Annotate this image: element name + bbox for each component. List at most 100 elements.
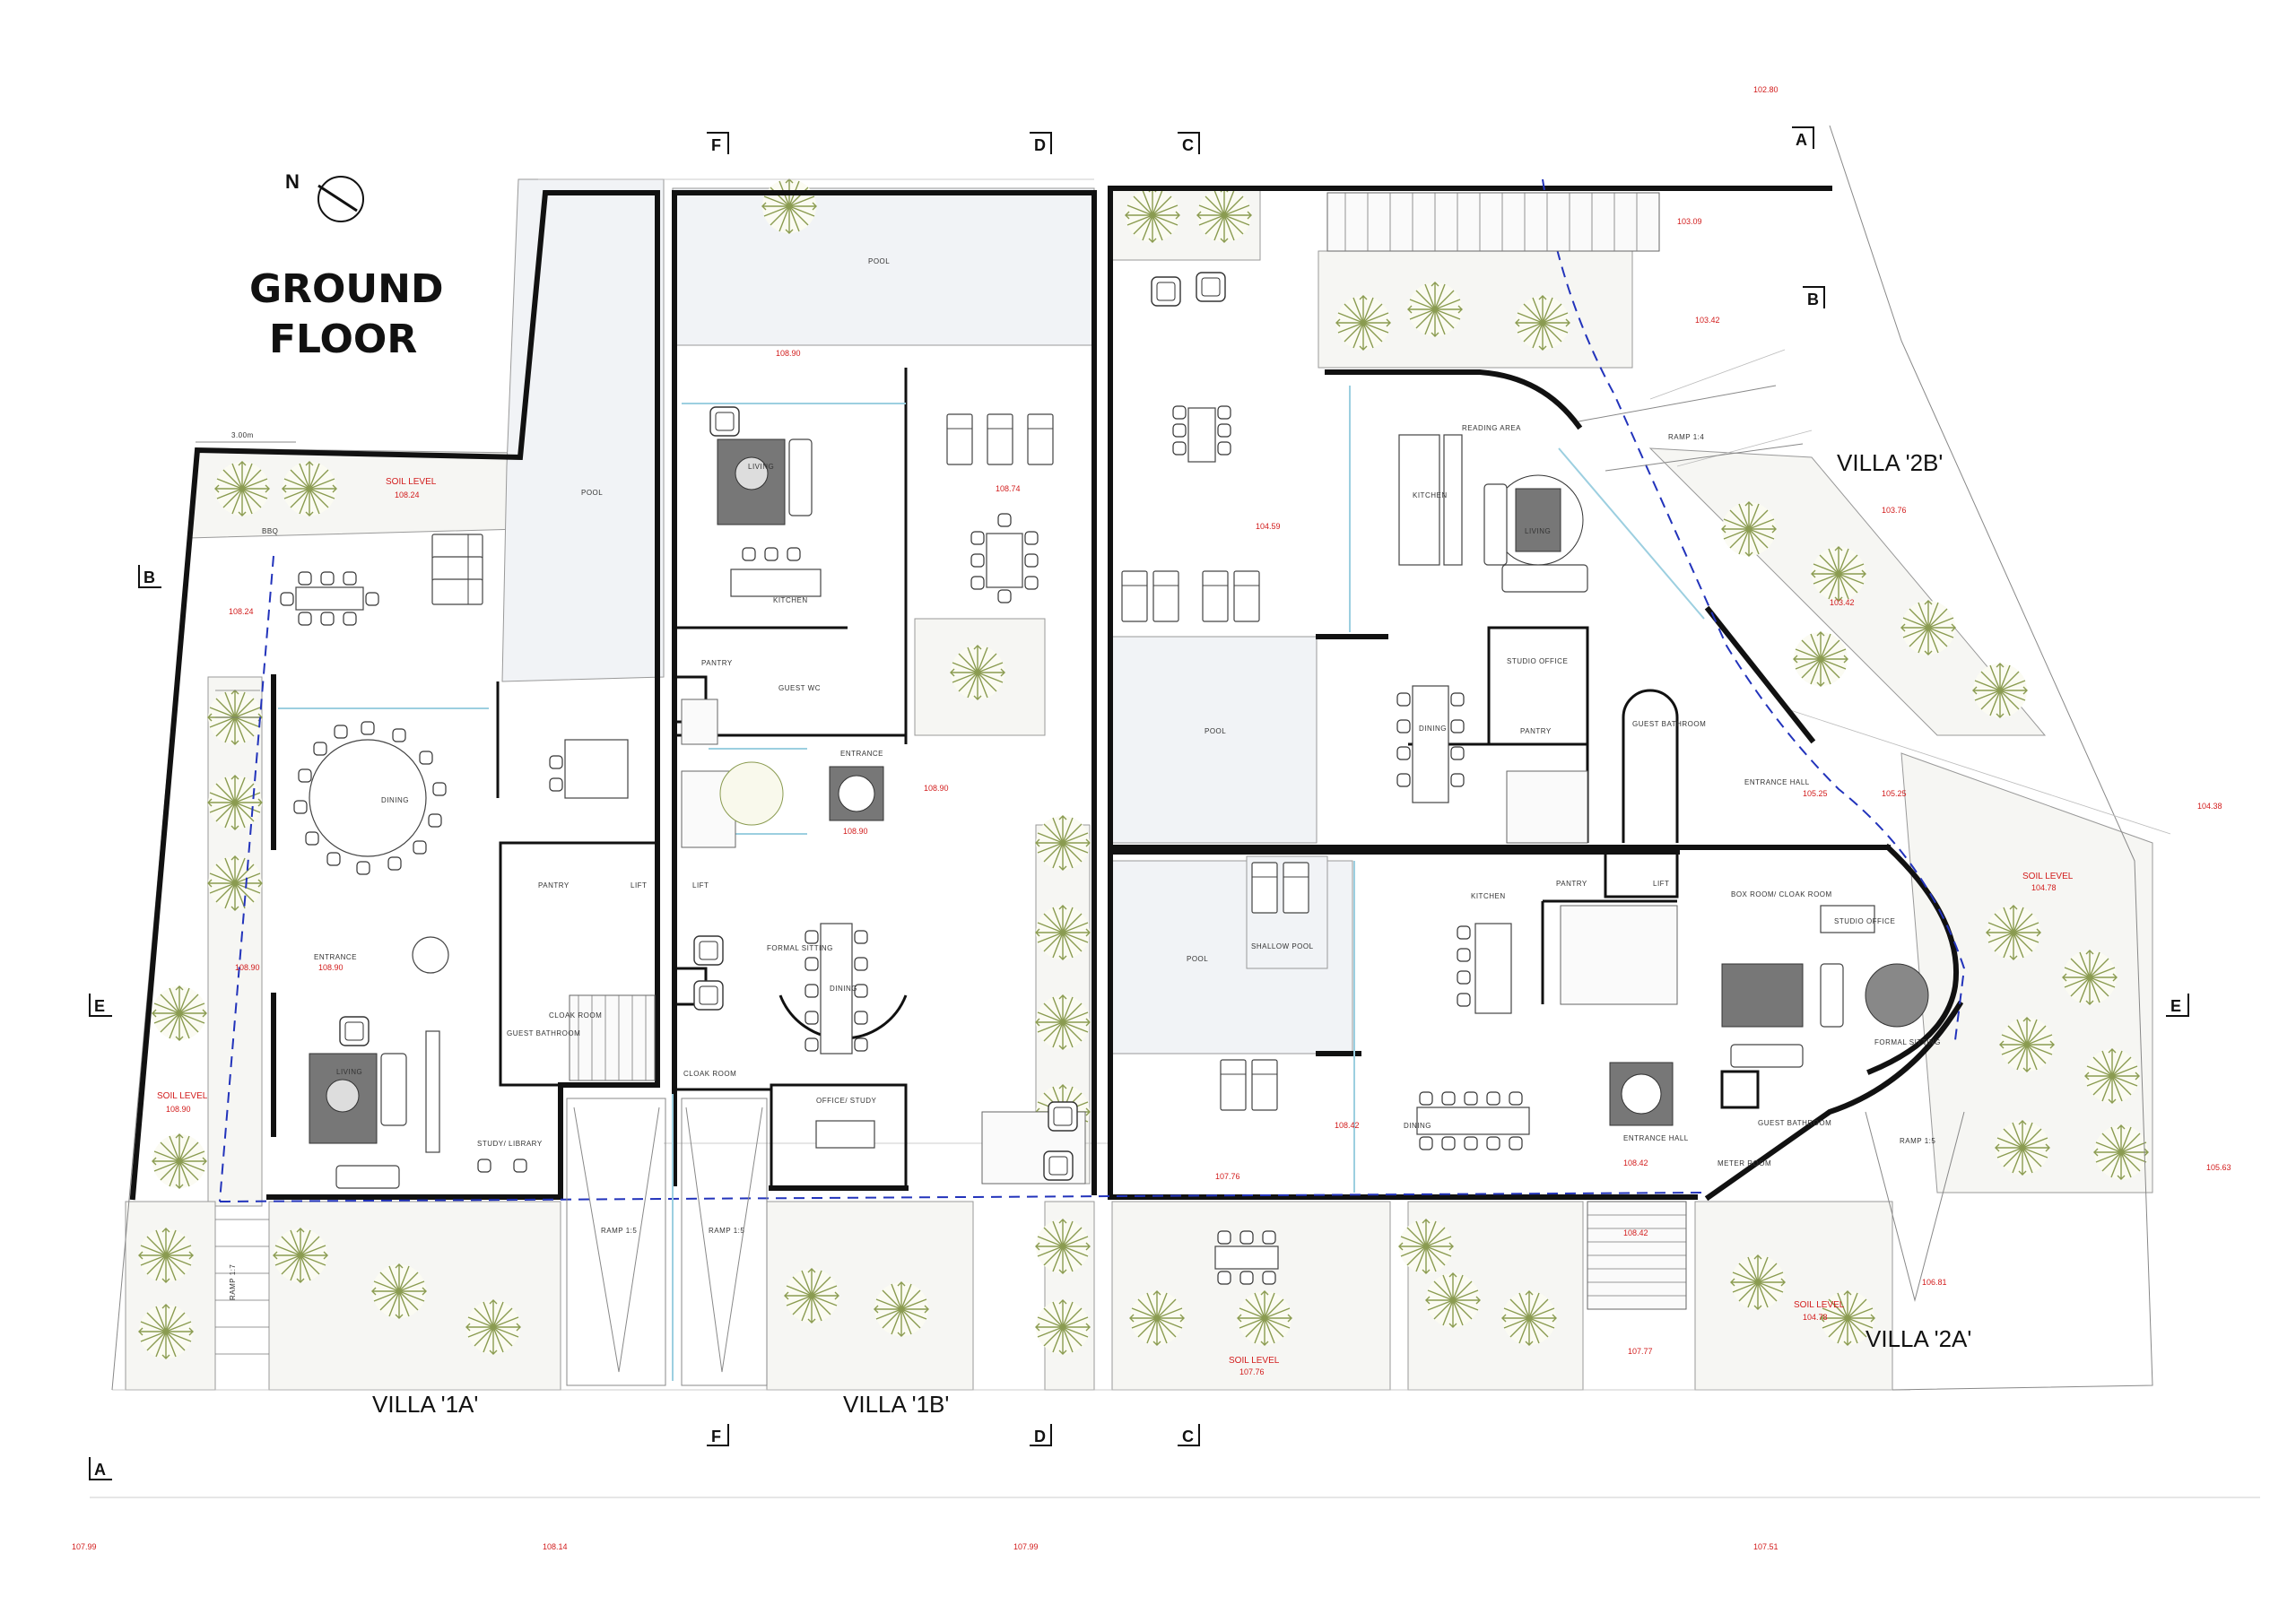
lvl-10459: 104.59 — [1256, 522, 1281, 531]
room-pantry-2b: PANTRY — [1520, 727, 1552, 735]
room-dining-1b: DINING — [830, 985, 857, 993]
lvl-10842-c: 108.42 — [1623, 1228, 1648, 1237]
room-dining-1a: DINING — [381, 796, 409, 804]
room-guestbath-1a: GUEST BATHROOM — [507, 1029, 580, 1037]
room-entrancehall-2a: ENTRANCE HALL — [1623, 1134, 1689, 1142]
soil-level-2a-top: SOIL LEVEL — [2022, 872, 2074, 881]
north-arrow: N — [285, 170, 364, 222]
room-bbq: BBQ — [262, 527, 278, 535]
section-a-top: A — [1796, 131, 1807, 149]
room-lift-1a: LIFT — [631, 881, 647, 890]
room-meter: METER ROOM — [1718, 1159, 1771, 1167]
lvl-10814: 108.14 — [543, 1542, 568, 1551]
room-shallow-pool: SHALLOW POOL — [1251, 942, 1314, 950]
room-pantry-1a: PANTRY — [538, 881, 570, 890]
room-dining-2b: DINING — [1419, 725, 1447, 733]
room-labels: POOL POOL POOL POOL BBQ DINING ENTRANCE … — [229, 257, 1941, 1300]
room-cloak-1b: CLOAK ROOM — [683, 1070, 736, 1078]
section-a-bottom: A — [94, 1461, 106, 1479]
room-cloak-1a: CLOAK ROOM — [549, 1011, 602, 1020]
lvl-10890-f: 108.90 — [843, 827, 868, 836]
ramp-2b: RAMP 1:4 — [1668, 433, 1704, 441]
section-markers: F D C A B B E E F D C A — [89, 126, 2189, 1480]
lvl-10525-a: 105.25 — [1803, 789, 1828, 798]
room-reading: READING AREA — [1462, 424, 1521, 432]
lvl-10824-a: 108.24 — [395, 490, 420, 499]
lvl-10342-a: 103.42 — [1695, 316, 1720, 325]
room-formal-1b: FORMAL SITTING — [767, 944, 833, 952]
lvl-10824-b: 108.24 — [229, 607, 254, 616]
lvl-10309: 103.09 — [1677, 217, 1702, 226]
pools — [501, 178, 1353, 1055]
room-guestbath-2b: GUEST BATHROOM — [1632, 720, 1706, 728]
soil-level-2a-bottom: SOIL LEVEL — [1794, 1300, 1845, 1310]
lvl-10376: 103.76 — [1882, 506, 1907, 515]
ramp-2a: RAMP 1:5 — [1900, 1137, 1935, 1145]
lvl-10842-b: 108.42 — [1623, 1159, 1648, 1167]
ramps — [566, 385, 1965, 1386]
soil-level-1a-top: SOIL LEVEL — [386, 477, 437, 487]
room-formal-2a: FORMAL SITTING — [1874, 1038, 1941, 1046]
lvl-10342-b: 103.42 — [1830, 598, 1855, 607]
soil-level-2b-bottom: SOIL LEVEL — [1229, 1356, 1280, 1366]
section-d-top: D — [1034, 136, 1046, 154]
page-title-line1: GROUND — [249, 266, 443, 312]
room-pool-2b: POOL — [1205, 727, 1226, 735]
lvl-10478-a: 104.78 — [2031, 883, 2057, 892]
room-pool-1b: POOL — [868, 257, 890, 265]
lvl-10890-b: 108.90 — [318, 963, 344, 972]
dimension-label: 3.00m — [231, 431, 254, 439]
lvl-10280: 102.80 — [1753, 85, 1779, 94]
room-studio-2a: STUDIO OFFICE — [1834, 917, 1895, 925]
room-office-study: OFFICE/ STUDY — [816, 1097, 877, 1105]
lvl-10777: 107.77 — [1628, 1347, 1653, 1356]
room-lift-1b: LIFT — [692, 881, 709, 890]
room-pantry-2a: PANTRY — [1556, 880, 1587, 888]
lvl-10890-d: 108.90 — [776, 349, 801, 358]
lvl-10751: 107.51 — [1753, 1542, 1779, 1551]
lvl-10478-b: 104.78 — [1803, 1313, 1828, 1322]
section-f-top: F — [711, 136, 721, 154]
boundary-dashes — [219, 178, 1966, 1202]
north-label: N — [285, 170, 300, 193]
room-kitchen-1b: KITCHEN — [773, 596, 808, 604]
lvl-10890-e: 108.90 — [924, 784, 949, 793]
stairs — [215, 192, 1687, 1355]
room-living-2b: LIVING — [1525, 527, 1551, 535]
section-e-left: E — [94, 997, 105, 1015]
lvl-10776-b: 107.76 — [1239, 1367, 1265, 1376]
lvl-10890-c: 108.90 — [166, 1105, 191, 1114]
room-studio-2b: STUDIO OFFICE — [1507, 657, 1568, 665]
ramp-1a: RAMP 1:5 — [601, 1227, 637, 1235]
room-entrance-1b: ENTRANCE — [840, 750, 883, 758]
room-pool-1a: POOL — [581, 489, 603, 497]
lvl-10776-a: 107.76 — [1215, 1172, 1240, 1181]
room-dining-2a: DINING — [1404, 1122, 1431, 1130]
villa-1a-label: VILLA '1A' — [372, 1391, 478, 1418]
villa-1b-label: VILLA '1B' — [843, 1391, 949, 1418]
section-c-bottom: C — [1182, 1428, 1194, 1445]
section-b-right: B — [1807, 291, 1819, 308]
walls — [129, 186, 1964, 1202]
lvl-10799-b: 107.99 — [1013, 1542, 1039, 1551]
room-boxroom: BOX ROOM/ CLOAK ROOM — [1731, 890, 1832, 898]
room-living-1a: LIVING — [336, 1068, 362, 1076]
room-guestwc-1b: GUEST WC — [778, 684, 821, 692]
villa-2a-label: VILLA '2A' — [1866, 1325, 1971, 1352]
soil-level-1a-side: SOIL LEVEL — [157, 1091, 208, 1101]
section-e-right: E — [2170, 997, 2181, 1015]
room-kitchen-2b: KITCHEN — [1413, 491, 1448, 499]
lvl-10525-b: 105.25 — [1882, 789, 1907, 798]
lvl-10438: 104.38 — [2197, 802, 2222, 811]
room-study-library: STUDY/ LIBRARY — [477, 1140, 543, 1148]
room-living-1b: LIVING — [748, 463, 774, 471]
room-pantry-1b: PANTRY — [701, 659, 733, 667]
glazing — [278, 386, 1705, 1381]
villa-2b-label: VILLA '2B' — [1837, 449, 1943, 476]
lvl-10874: 108.74 — [996, 484, 1021, 493]
lvl-10890-a: 108.90 — [235, 963, 260, 972]
room-entrancehall-2b: ENTRANCE HALL — [1744, 778, 1810, 786]
room-pool-2a: POOL — [1187, 955, 1208, 963]
room-lift-2a: LIFT — [1653, 880, 1669, 888]
